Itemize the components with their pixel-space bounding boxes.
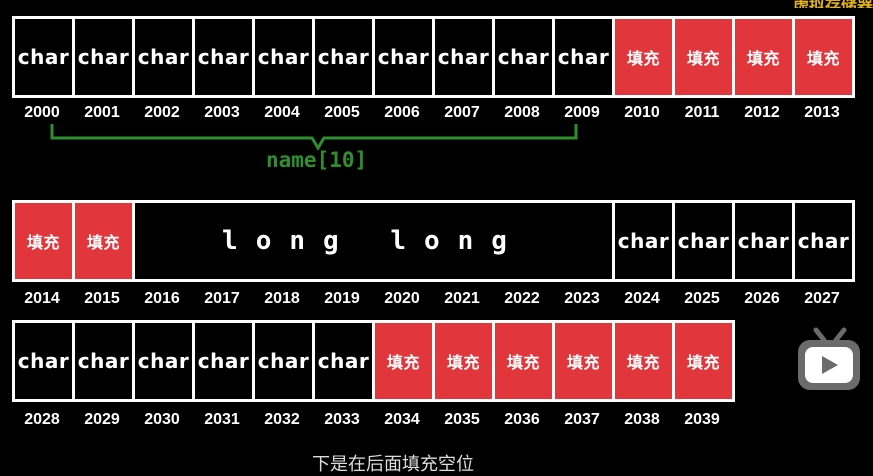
char-cell: char	[252, 16, 315, 98]
address-label: 2008	[504, 104, 540, 121]
address-label: 2034	[384, 411, 420, 428]
address-label: 2003	[204, 104, 240, 121]
address-label: 2004	[264, 104, 300, 121]
address-label: 2000	[24, 104, 60, 121]
address-label: 2002	[144, 104, 180, 121]
long-long-cell: long long	[132, 200, 615, 282]
address-label: 2014	[24, 290, 60, 307]
padding-cell: 填充	[792, 16, 855, 98]
padding-cell: 填充	[732, 16, 795, 98]
bottom-caption: 下是在后面填充空位	[312, 454, 474, 475]
padding-cell: 填充	[552, 320, 615, 402]
address-row-1: 2000 2001 2002 2003 2004 2005 2006 2007 2008 2009…	[12, 104, 852, 122]
char-cell: char	[132, 16, 195, 98]
address-label: 2006	[384, 104, 420, 121]
char-cell: char	[732, 200, 795, 282]
char-cell: char	[672, 200, 735, 282]
address-label: 2028	[24, 411, 60, 428]
address-row-3: 2028 2029 2030 2031 2032 2033 2034 2035 2036 2037…	[12, 411, 732, 429]
char-cell: char	[792, 200, 855, 282]
tv-logo-icon	[798, 327, 860, 390]
padding-cell: 填充	[672, 320, 735, 402]
address-label: 2023	[564, 290, 600, 307]
address-label: 2021	[444, 290, 480, 307]
address-label: 2026	[744, 290, 780, 307]
address-label: 2022	[504, 290, 540, 307]
address-label: 2036	[504, 411, 540, 428]
char-cell: char	[492, 16, 555, 98]
padding-cell: 填充	[372, 320, 435, 402]
address-label: 2019	[324, 290, 360, 307]
padding-cell: 填充	[492, 320, 555, 402]
padding-cell: 填充	[432, 320, 495, 402]
address-label: 2005	[324, 104, 360, 121]
address-label: 2025	[684, 290, 720, 307]
padding-cell: 填充	[672, 16, 735, 98]
address-label: 2024	[624, 290, 660, 307]
char-cell: char	[372, 16, 435, 98]
address-label: 2039	[684, 411, 720, 428]
address-label: 2017	[204, 290, 240, 307]
char-cell: char	[432, 16, 495, 98]
address-label: 2032	[264, 411, 300, 428]
char-cell: char	[252, 320, 315, 402]
address-label: 2016	[144, 290, 180, 307]
address-label: 2037	[564, 411, 600, 428]
address-label: 2031	[204, 411, 240, 428]
char-cell: char	[192, 16, 255, 98]
address-label: 2001	[84, 104, 120, 121]
address-label: 2038	[624, 411, 660, 428]
char-cell: char	[132, 320, 195, 402]
char-cell: char	[72, 16, 135, 98]
char-cell: char	[312, 16, 375, 98]
name-brace	[50, 124, 578, 151]
address-label: 2030	[144, 411, 180, 428]
char-cell: char	[312, 320, 375, 402]
address-label: 2029	[84, 411, 120, 428]
padding-cell: 填充	[12, 200, 75, 282]
address-label: 2018	[264, 290, 300, 307]
padding-cell: 填充	[612, 16, 675, 98]
padding-cell: 填充	[612, 320, 675, 402]
address-label: 2020	[384, 290, 420, 307]
char-cell: char	[12, 320, 75, 402]
char-cell: char	[552, 16, 615, 98]
address-label: 2010	[624, 104, 660, 121]
name-array-label: name[10]	[266, 148, 368, 172]
address-label: 2009	[564, 104, 600, 121]
address-label: 2033	[324, 411, 360, 428]
address-label: 2011	[684, 104, 720, 121]
address-label: 2012	[744, 104, 780, 121]
address-label: 2027	[804, 290, 840, 307]
char-cell: char	[612, 200, 675, 282]
address-label: 2015	[84, 290, 120, 307]
char-cell: char	[12, 16, 75, 98]
char-cell: char	[72, 320, 135, 402]
padding-cell: 填充	[72, 200, 135, 282]
address-row-2: 2014 2015 2016 2017 2018 2019 2020 2021 2022 2023…	[12, 290, 852, 308]
address-label: 2035	[444, 411, 480, 428]
char-cell: char	[192, 320, 255, 402]
top-right-caption: 虚拟存储器	[783, 0, 873, 8]
address-label: 2013	[804, 104, 840, 121]
address-label: 2007	[444, 104, 480, 121]
